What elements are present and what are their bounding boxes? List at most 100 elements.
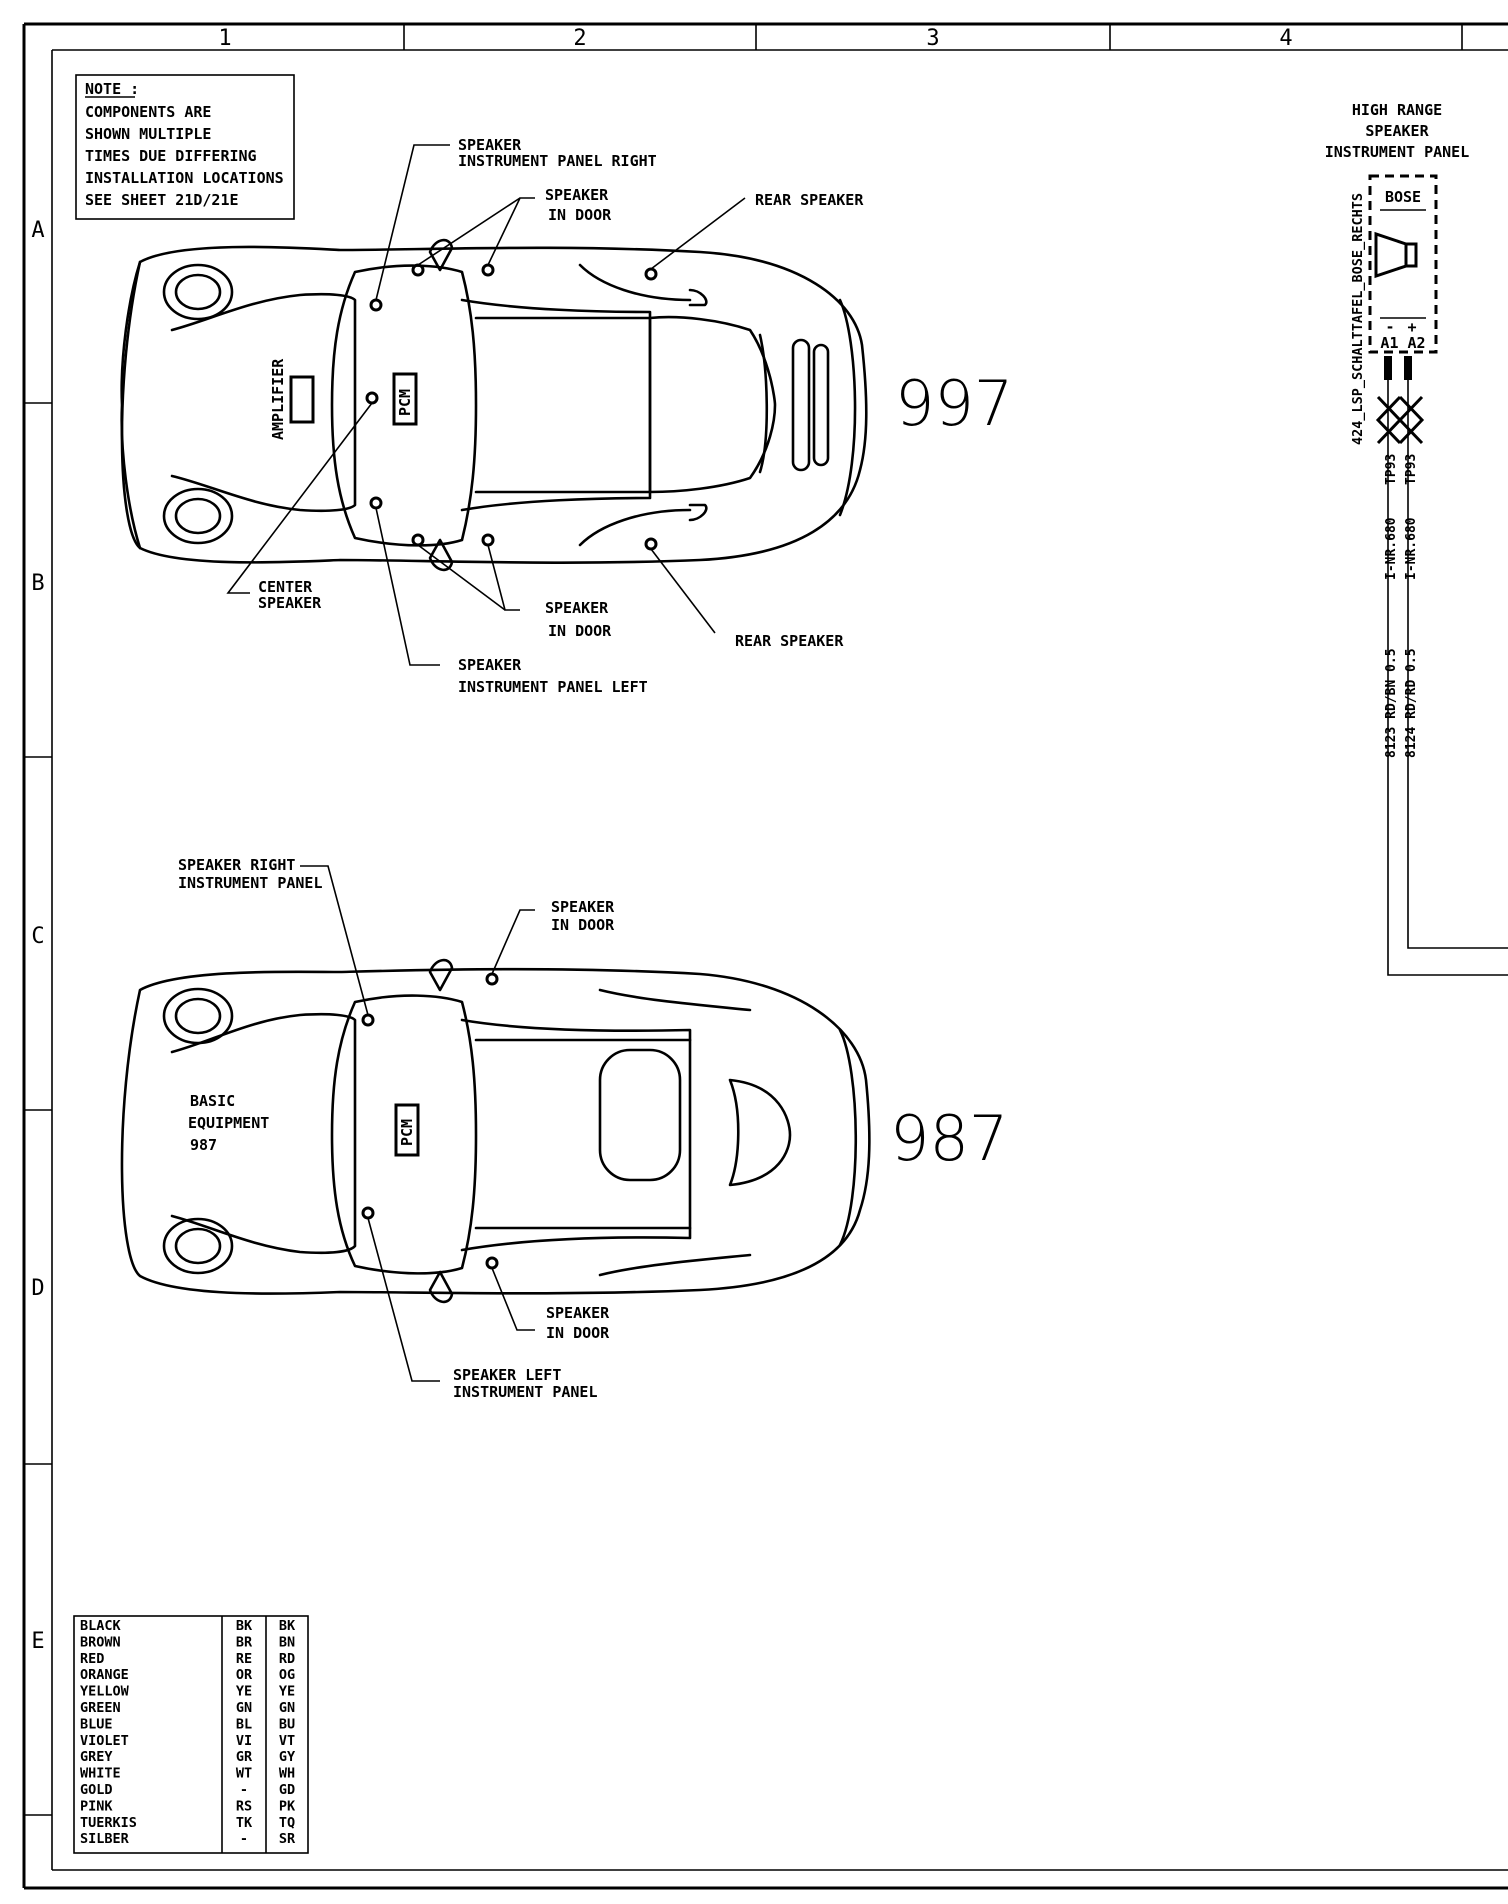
bose-label: BOSE [1385, 188, 1421, 206]
label-speaker-door-bottom-2: IN DOOR [548, 622, 612, 640]
label-speaker-ip-right: SPEAKER [458, 136, 522, 154]
note-line: SHOWN MULTIPLE [85, 125, 211, 143]
legend-code-de: TK [236, 1815, 253, 1831]
inr-1: I-NR.680 [1384, 517, 1399, 580]
row-label-e: E [31, 1629, 44, 1654]
speaker-symbol-icon [1374, 231, 1418, 279]
label-speaker-door: SPEAKER [545, 186, 609, 204]
basic-equipment-line-3: 987 [190, 1136, 217, 1154]
wire-label-2: 8124 RD/RD 0.5 [1404, 648, 1419, 758]
rear-speaker-dot [644, 267, 658, 281]
legend-color-name: GREY [80, 1749, 113, 1765]
car-987-basic-equipment: BASIC EQUIPMENT 987 [188, 1092, 269, 1154]
model-label-997: 997 [895, 367, 1013, 440]
legend-code-en: OG [279, 1667, 295, 1683]
speaker-ip-right-dot [369, 298, 383, 312]
pcm-label: PCM [398, 1119, 416, 1146]
legend-color-name: VIOLET [80, 1733, 129, 1749]
column-label-1: 1 [218, 26, 231, 51]
row-label-c: C [31, 924, 44, 949]
legend-code-de: GN [236, 1700, 252, 1716]
car-997-amplifier: AMPLIFIER [269, 358, 315, 440]
car-997-pcm: PCM [392, 372, 418, 426]
legend-code-en: GD [279, 1782, 295, 1798]
label-center-speaker-2: SPEAKER [258, 594, 322, 612]
legend-code-en: BK [279, 1618, 296, 1634]
label-speaker-ip-right-2: INSTRUMENT PANEL RIGHT [458, 152, 657, 170]
legend-code-de: VI [236, 1733, 252, 1749]
column-label-4: 4 [1279, 26, 1292, 51]
model-label-987: 987 [890, 1102, 1008, 1175]
rear-speaker-dot [644, 537, 658, 551]
component-id: 424_LSP_SCHALTTAFEL_BOSE_RECHTS [1350, 193, 1366, 445]
legend-code-en: GY [279, 1749, 296, 1765]
connector-symbol-icon [1376, 395, 1403, 445]
pin-a1-block [1384, 356, 1392, 380]
legend-color-name: WHITE [80, 1766, 121, 1782]
legend-code-de: RE [236, 1651, 252, 1667]
inr-2: I-NR.680 [1404, 517, 1419, 580]
row-label-b: B [31, 571, 44, 596]
legend-color-name: YELLOW [80, 1684, 130, 1700]
speaker-door-dot [481, 263, 495, 277]
legend-code-en: TQ [279, 1815, 295, 1831]
speaker-door-dot [411, 263, 425, 277]
amplifier-label: AMPLIFIER [269, 358, 287, 440]
car-997-labels: SPEAKER INSTRUMENT PANEL RIGHT SPEAKER I… [258, 136, 864, 696]
schematic-title-line-3: INSTRUMENT PANEL [1325, 143, 1470, 161]
legend-code-de: BL [236, 1716, 252, 1732]
legend-code-en: PK [279, 1798, 296, 1814]
pin-minus: - [1385, 318, 1394, 336]
car-987-outline [120, 958, 871, 1304]
label-speaker-left-ip-2: INSTRUMENT PANEL [453, 1383, 598, 1401]
label-speaker-door: SPEAKER [551, 898, 615, 916]
car-997-leaders [226, 144, 746, 666]
connector-tp93-2: TP93 [1404, 454, 1419, 485]
label-speaker-ip-left-2: INSTRUMENT PANEL LEFT [458, 678, 648, 696]
note-line: TIMES DUE DIFFERING [85, 147, 257, 165]
column-label-3: 3 [926, 26, 939, 51]
drawing-frame [22, 22, 1508, 1890]
connector-tp93-1: TP93 [1384, 454, 1399, 485]
car-987-labels: SPEAKER RIGHT INSTRUMENT PANEL SPEAKER I… [178, 856, 615, 1401]
legend-code-de: BK [236, 1618, 253, 1634]
row-labels: A B C D E [31, 218, 44, 1654]
legend-code-de: WT [236, 1766, 252, 1782]
pcm-label: PCM [396, 389, 414, 416]
legend-color-name: BLACK [80, 1618, 122, 1634]
car-997-outline [120, 238, 868, 572]
wire-label-1: 8123 RD/BN 0.5 [1384, 648, 1399, 758]
label-rear-speaker-bottom: REAR SPEAKER [735, 632, 844, 650]
legend-code-de: OR [236, 1667, 253, 1683]
speaker-door-dot [481, 533, 495, 547]
legend-color-name: ORANGE [80, 1667, 129, 1683]
pin-labels: A1 A2 [1380, 334, 1425, 352]
legend-color-name: GOLD [80, 1782, 113, 1798]
legend-code-en: BN [279, 1634, 295, 1650]
legend-code-de: BR [236, 1634, 253, 1650]
note-line: INSTALLATION LOCATIONS [85, 169, 284, 187]
legend-code-en: YE [279, 1684, 295, 1700]
schematic-title-line-2: SPEAKER [1365, 122, 1429, 140]
center-speaker-dot [365, 391, 379, 405]
speaker-ip-left-dot [369, 496, 383, 510]
speaker-door-dot [485, 972, 499, 986]
pin-plus: + [1407, 318, 1416, 336]
legend-code-de: - [240, 1782, 248, 1798]
legend-color-name: PINK [80, 1798, 113, 1814]
legend-code-de: YE [236, 1684, 252, 1700]
label-speaker-door-2: IN DOOR [551, 916, 615, 934]
label-speaker-left-ip: SPEAKER LEFT [453, 1366, 561, 1384]
basic-equipment-line-1: BASIC [190, 1092, 235, 1110]
note-box: NOTE : COMPONENTS ARE SHOWN MULTIPLE TIM… [75, 74, 295, 220]
legend-color-name: SILBER [80, 1831, 130, 1847]
label-speaker-door-bottom: SPEAKER [546, 1304, 610, 1322]
legend-color-name: TUERKIS [80, 1815, 137, 1831]
speaker-door-dot [485, 1256, 499, 1270]
label-speaker-right-ip: SPEAKER RIGHT [178, 856, 295, 874]
note-title: NOTE : [85, 80, 139, 98]
label-speaker-door-2: IN DOOR [548, 206, 612, 224]
legend-color-name: RED [80, 1651, 104, 1667]
legend-code-de: - [240, 1831, 248, 1847]
car-987-leaders [300, 865, 535, 1382]
